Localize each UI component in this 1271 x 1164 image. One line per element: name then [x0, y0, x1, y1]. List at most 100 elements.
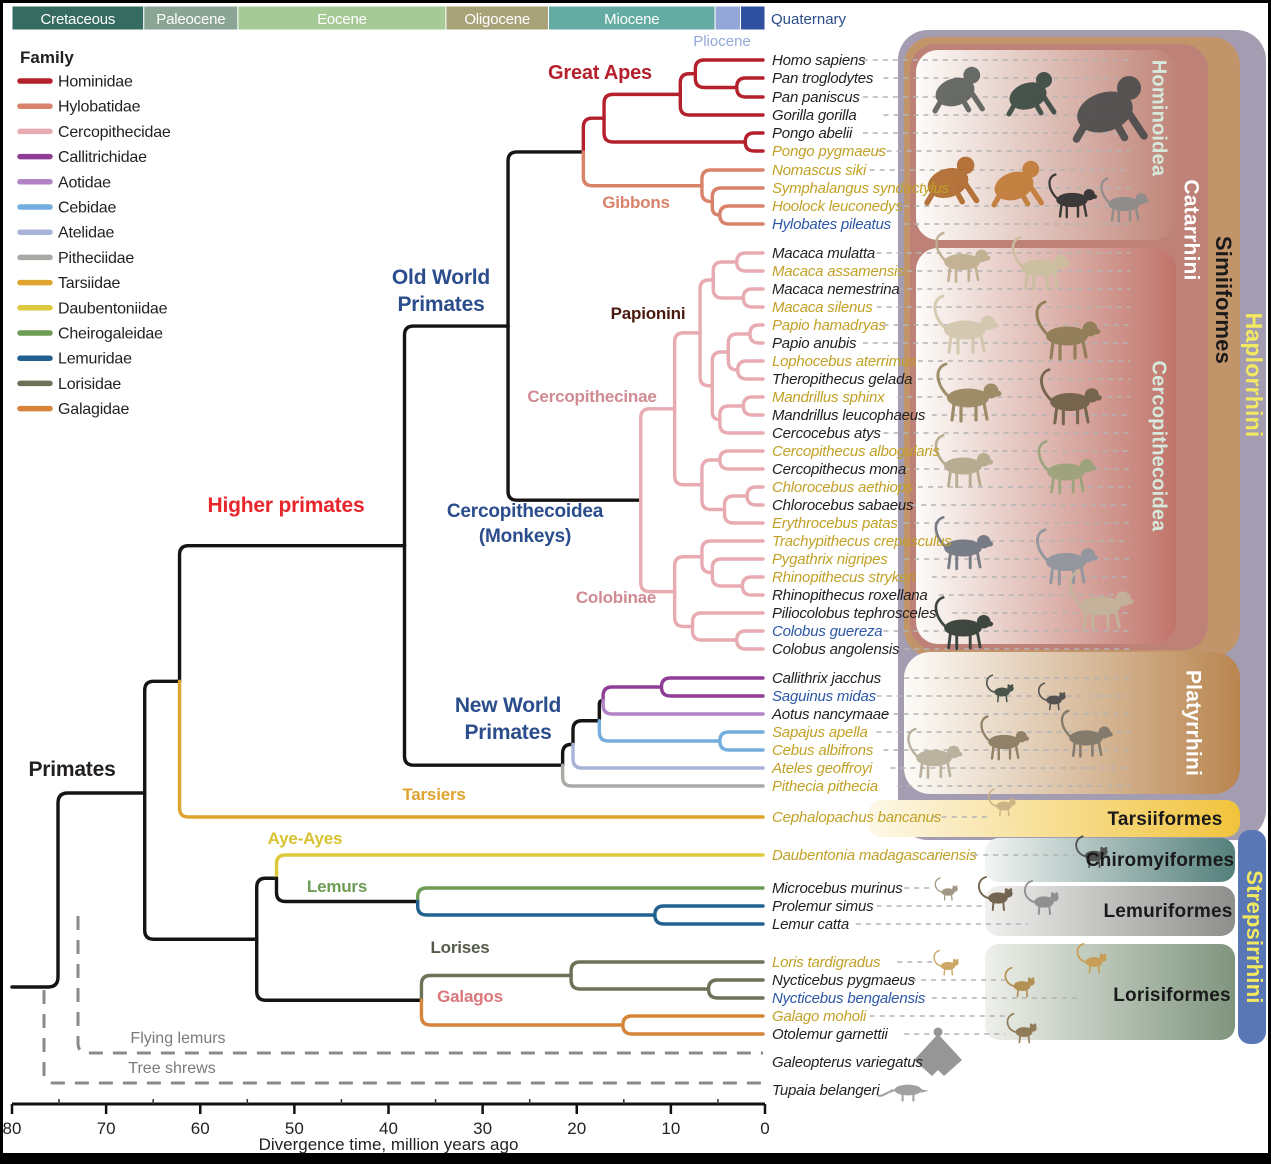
animal-silhouette-gibbon [1048, 173, 1098, 219]
species-label: Aotus nancymaae [771, 706, 889, 723]
tree-edge [735, 85, 765, 99]
tree-edge [601, 685, 664, 703]
era-eocene [237, 5, 447, 31]
tree-edge [402, 543, 565, 767]
tree-edge [571, 742, 765, 770]
clade-label-new-world: New World [455, 694, 561, 717]
tree-edge [560, 763, 765, 788]
tree-edge [718, 458, 765, 471]
tree-edge [143, 791, 259, 941]
species-label: Pongo abelii [772, 125, 853, 142]
clade-label-primates: Primates [28, 758, 115, 781]
animal-silhouette-baboon [1035, 300, 1101, 361]
panel-label-chiromyiformes: Chiromyiformes [1086, 850, 1235, 871]
tree-edge [143, 679, 182, 795]
legend-item-label: Cercopithecidae [58, 124, 171, 141]
species-label: Piliocolobus tephrosceles [772, 605, 937, 622]
panel-label-tarsiiformes: Tarsiiformes [1107, 809, 1222, 830]
species-label: Nycticebus bengalensis [772, 990, 926, 1007]
era-paleocene [143, 5, 239, 31]
tree-edge [735, 629, 765, 642]
animal-silhouette-baboon [933, 294, 999, 355]
species-label: Macaca silenus [772, 299, 873, 316]
species-label: Chlorocebus aethiops [772, 479, 914, 496]
legend-item-label: Callitrichidae [58, 149, 147, 166]
animal-silhouette-gibbon [1100, 177, 1150, 223]
species-label: Lophocebus aterrimus [772, 353, 917, 370]
legend-item-label: Hominidae [58, 74, 133, 91]
tree-edge-flying-lemurs [76, 916, 763, 1055]
axis-tick-label: 10 [661, 1119, 680, 1138]
species-label: Nycticebus pygmaeus [772, 972, 916, 989]
panel-label-simiiformes: Simiiformes [1211, 236, 1236, 364]
species-label: Rhinopithecus strykeri [772, 569, 916, 586]
species-label: Mandrillus sphinx [772, 389, 885, 406]
species-label: Cercopithecus albogularis [772, 443, 940, 460]
species-label: Cephalopachus bancanus [772, 809, 942, 826]
animal-silhouette-capuchin [1060, 709, 1113, 758]
tree-edge [710, 557, 765, 575]
legend-item-label: Lorisidae [58, 376, 121, 393]
tree-edge [601, 698, 765, 716]
animal-silhouette-colugo [914, 1027, 962, 1076]
panel-label-lemuriformes: Lemuriformes [1103, 901, 1232, 922]
tree-edge [745, 485, 765, 498]
tree-edge [678, 92, 765, 117]
tree-edge [743, 140, 765, 153]
animal-silhouette-macaque [1011, 236, 1071, 291]
animal-silhouette-mouse-lemur [934, 877, 958, 901]
legend-item-label: Atelidae [58, 225, 115, 242]
axis-tick-label: 20 [567, 1119, 586, 1138]
species-label: Macaca assamensis [772, 263, 905, 280]
clade-label-papionini: Papionini [611, 304, 686, 323]
animal-silhouette-lemur [977, 876, 1013, 911]
species-label: Tupaia belangeri [772, 1082, 880, 1099]
species-label: Trachypithecus crepusculus [772, 533, 952, 550]
tree-edge [415, 886, 765, 904]
era-miocene [548, 5, 716, 31]
tree-edge [718, 204, 765, 217]
tree-edge [678, 72, 698, 97]
species-label: Galeopterus variegatus [772, 1054, 923, 1071]
tree-edge [569, 960, 765, 978]
animal-silhouette-bonobo [1006, 72, 1057, 117]
clade-label-lemurs: Lemurs [307, 877, 367, 896]
tree-edge [602, 116, 747, 144]
tree-edge [710, 570, 745, 588]
species-label: Colobus angolensis [772, 641, 900, 658]
tree-edge [748, 332, 765, 345]
tree-edge [255, 937, 424, 1002]
clade-label-old-world: Old World [392, 266, 490, 289]
tree-edge [741, 287, 765, 300]
tree-edge [700, 539, 765, 559]
tree-edge [718, 213, 765, 226]
tree-edge [718, 417, 765, 435]
clade-label-lorises: Lorises [430, 938, 489, 957]
species-label: Pithecia pithecia [772, 778, 878, 795]
era-label-pliocene: Pliocene [693, 33, 751, 50]
clade-label-tarsiers: Tarsiers [402, 785, 465, 804]
tree-edge [653, 904, 765, 917]
legend-title: Family [20, 48, 74, 67]
tree-edge [506, 150, 586, 328]
clade-label--monkeys-: (Monkeys) [479, 526, 571, 547]
species-label: Daubentonia madagascariensis [772, 847, 977, 864]
tree-edge [736, 359, 765, 372]
species-label: Ateles geoffroyi [771, 760, 873, 777]
species-label: Otolemur garnettii [772, 1026, 888, 1043]
panel-lorisiformes [985, 944, 1235, 1040]
clade-label-galagos: Galagos [437, 987, 503, 1006]
species-label: Chlorocebus sabaeus [772, 497, 914, 514]
animal-silhouette-marmoset [985, 674, 1014, 703]
animal-silhouette-gorilla [1072, 76, 1148, 143]
era-label: Oligocene [464, 11, 530, 28]
animal-silhouette-galago [1006, 1012, 1037, 1044]
tree-edge [710, 350, 730, 388]
clade-label-primates: Primates [397, 293, 484, 316]
tree-edge [597, 719, 722, 743]
clade-label-primates: Primates [464, 721, 551, 744]
